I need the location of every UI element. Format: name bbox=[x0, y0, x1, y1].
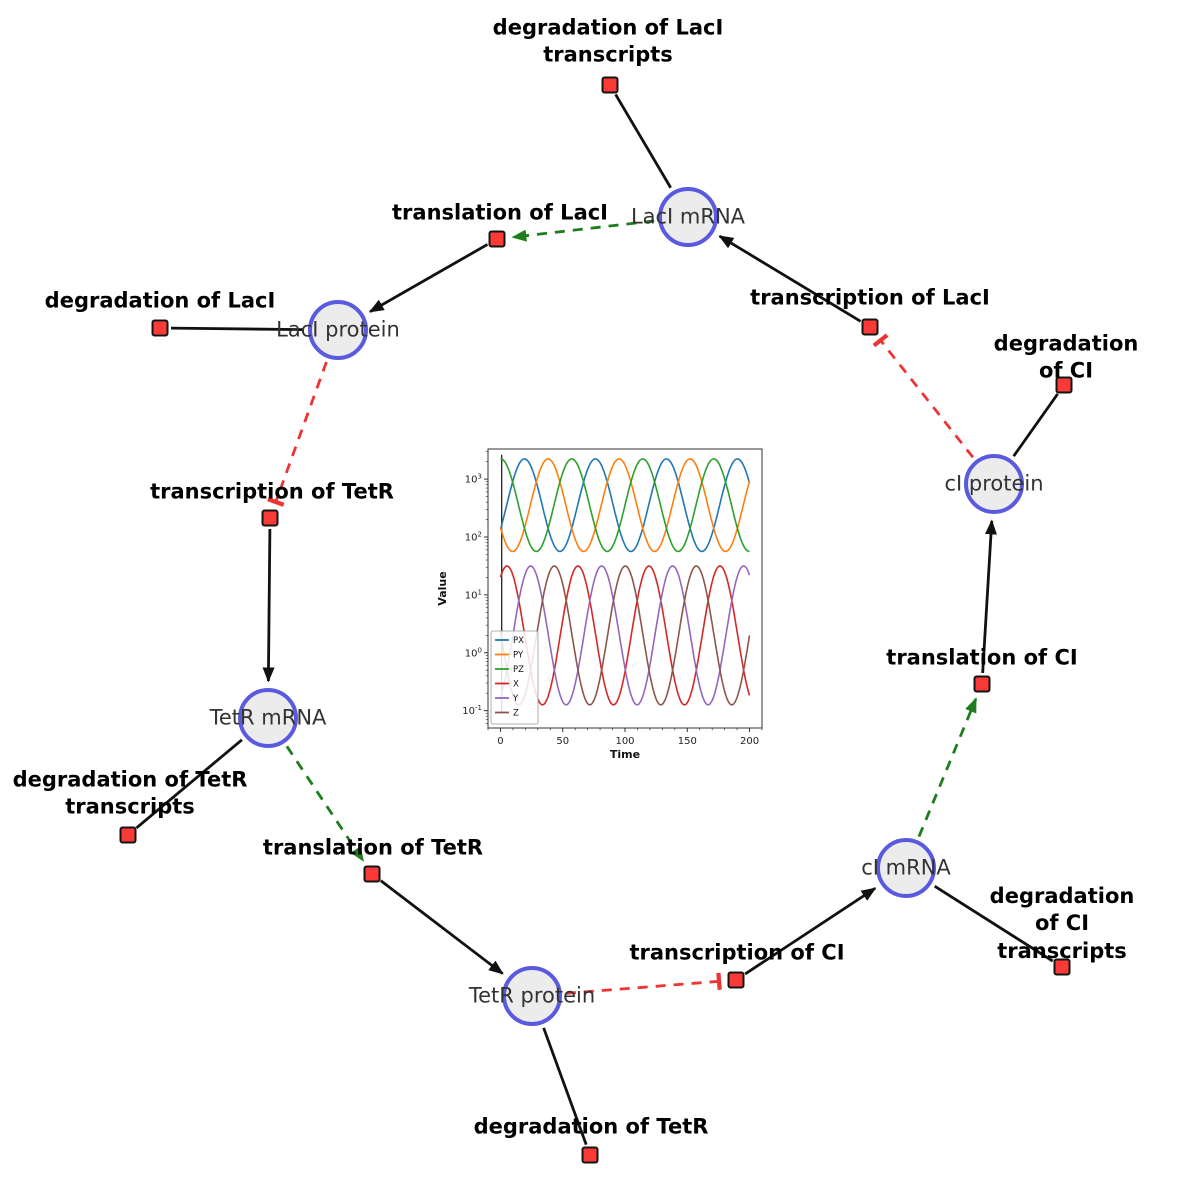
edge-catalysis-TetR-mRNA-translation-TetR bbox=[285, 745, 365, 862]
edge-inhibition-cI-protein-transcription-LacI bbox=[872, 333, 975, 459]
y-tick-label: 102 bbox=[465, 530, 482, 543]
edge-inhibition-LacI-protein-transcription-TetR bbox=[267, 361, 328, 507]
edge-production-translation-TetR-TetR-protein bbox=[379, 879, 504, 975]
legend-label-PY: PY bbox=[513, 651, 524, 661]
series-line-PX bbox=[499, 458, 751, 553]
y-axis-label: Value bbox=[436, 571, 449, 605]
edge-catalysis-LacI-mRNA-translation-LacI bbox=[511, 219, 655, 242]
x-axis-label: Time bbox=[610, 748, 640, 761]
series-line-PZ bbox=[500, 458, 750, 553]
edge-consumption-LacI-protein-deg-LacI bbox=[170, 326, 305, 332]
legend-label-Z: Z bbox=[513, 709, 519, 719]
y-tick-label: 103 bbox=[465, 473, 482, 486]
edge-consumption-TetR-protein-deg-TetR bbox=[542, 1027, 588, 1146]
series-line-Z bbox=[499, 565, 751, 706]
x-tick-label: 100 bbox=[615, 736, 634, 747]
edge-production-translation-LacI-LacI-protein bbox=[368, 243, 489, 313]
series-line-PY bbox=[499, 458, 751, 553]
y-tick-label: 101 bbox=[465, 588, 482, 601]
x-tick-label: 0 bbox=[497, 736, 503, 747]
series-line-Y bbox=[499, 565, 751, 706]
legend-label-X: X bbox=[513, 680, 519, 690]
edge-production-transcription-cI-cI-mRNA bbox=[744, 887, 877, 976]
y-tick-label: 10-1 bbox=[462, 704, 482, 717]
legend-label-PX: PX bbox=[513, 636, 524, 646]
legend-label-PZ: PZ bbox=[513, 665, 524, 675]
edge-production-transcription-LacI-LacI-mRNA bbox=[718, 234, 862, 323]
x-tick-label: 150 bbox=[678, 736, 697, 747]
legend-label-Y: Y bbox=[512, 694, 519, 704]
edge-catalysis-cI-mRNA-translation-cI bbox=[917, 697, 978, 838]
edge-consumption-TetR-mRNA-deg-TetR-transcripts bbox=[135, 738, 243, 830]
edge-consumption-cI-protein-deg-cI bbox=[1012, 393, 1059, 458]
edge-inhibition-TetR-protein-transcription-cI bbox=[565, 972, 722, 995]
y-tick-label: 100 bbox=[465, 646, 482, 659]
x-tick-label: 200 bbox=[740, 736, 759, 747]
edge-consumption-cI-mRNA-deg-cI-transcripts bbox=[933, 885, 1054, 963]
edge-production-transcription-TetR-TetR-mRNA bbox=[262, 528, 275, 683]
edge-production-translation-cI-cI-protein bbox=[981, 519, 997, 674]
edge-consumption-LacI-mRNA-deg-LacI-transcripts bbox=[614, 93, 672, 189]
x-tick-label: 50 bbox=[556, 736, 569, 747]
